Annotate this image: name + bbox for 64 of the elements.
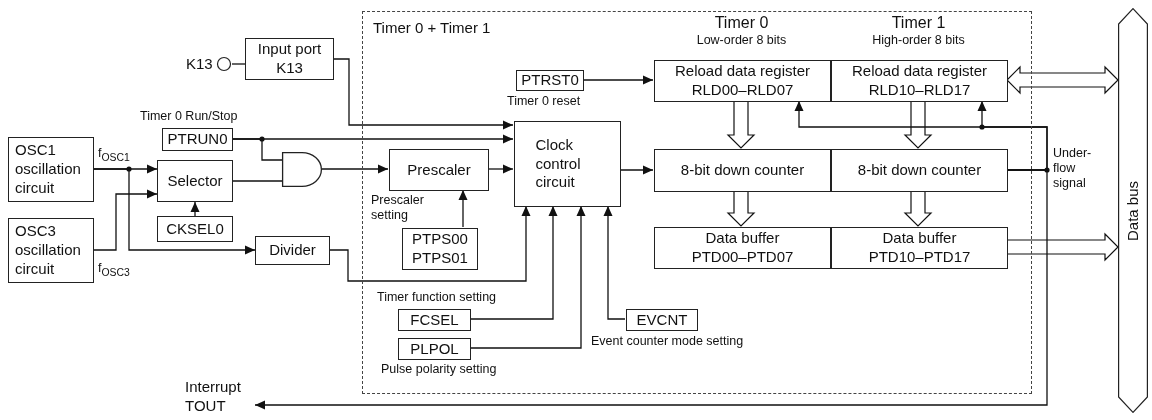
text-label: Prescaler setting — [371, 193, 425, 223]
arrow — [329, 205, 531, 282]
caption-text: Timer 0 Run/Stop — [140, 109, 239, 124]
signal-label: Interrupt TOUT — [185, 381, 255, 413]
arrow — [619, 165, 654, 175]
group-title: Timer 0 + Timer 1 — [373, 19, 491, 38]
text-label: Timer 1 — [890, 13, 947, 33]
register-box: PTRST0 — [516, 70, 584, 91]
hollow-arrow — [1006, 232, 1119, 262]
arrow — [458, 189, 468, 228]
arrow — [487, 164, 514, 174]
hollow-arrow — [726, 190, 756, 227]
caption-text: Pulse polarity setting — [381, 362, 498, 377]
register-box: PTPS00 PTPS01 — [402, 228, 478, 270]
text-label: Timer 0 — [713, 13, 770, 33]
caption-text: Timer 0 reset — [507, 94, 582, 109]
block-box: Data buffer PTD00–PTD07 — [654, 227, 831, 269]
and-gate — [282, 152, 322, 187]
arrow — [603, 205, 626, 320]
arrow — [469, 205, 558, 320]
arrow — [93, 189, 158, 251]
caption-text: Event counter mode setting — [591, 334, 745, 349]
connector-line — [232, 180, 283, 182]
terminal-label: K13 — [186, 54, 213, 74]
connector-line — [232, 138, 283, 161]
arrow — [333, 58, 514, 130]
arrow — [321, 164, 389, 174]
block-box: 8-bit down counter — [831, 149, 1008, 192]
block-box: Clock control circuit — [514, 121, 621, 207]
hollow-arrow — [1006, 65, 1119, 95]
block-box: OSC3 oscillation circuit — [8, 218, 94, 283]
register-box: EVCNT — [626, 309, 698, 331]
block-box: Divider — [255, 236, 330, 265]
arrow — [93, 168, 256, 255]
connector-line — [231, 63, 246, 65]
register-box: PTRUN0 — [162, 128, 233, 151]
hollow-arrow — [903, 190, 933, 227]
block-box: OSC1 oscillation circuit — [8, 137, 94, 202]
text-label: f$_{OSC1}$ — [98, 146, 131, 164]
bus-label: Data bus — [1123, 180, 1142, 241]
caption-text: Timer function setting — [377, 290, 498, 305]
text-label: High-order 8 bits — [871, 33, 966, 48]
arrow — [190, 201, 200, 217]
block-box: Input port K13 — [245, 38, 334, 80]
block-box: Reload data register RLD10–RLD17 — [831, 60, 1008, 102]
register-box: PLPOL — [398, 338, 471, 360]
block-box: Prescaler — [389, 149, 489, 191]
block-box: 8-bit down counter — [654, 149, 831, 192]
arrow — [582, 75, 654, 85]
block-box: Data buffer PTD10–PTD17 — [831, 227, 1008, 269]
register-box: CKSEL0 — [157, 216, 233, 242]
block-box: Reload data register RLD00–RLD07 — [654, 60, 831, 102]
hollow-arrow — [903, 100, 933, 149]
arrow — [254, 169, 1048, 410]
data-bus — [1118, 8, 1148, 413]
text-label: Low-order 8 bits — [695, 33, 788, 48]
text-label: f$_{OSC3}$ — [98, 261, 131, 279]
text-label: Under- flow signal — [1053, 146, 1093, 191]
block-box: Selector — [157, 160, 233, 202]
input-terminal — [186, 54, 232, 74]
dashed-group-box — [362, 11, 1032, 394]
hollow-arrow — [726, 100, 756, 149]
register-box: FCSEL — [398, 309, 471, 331]
arrow — [469, 205, 586, 349]
